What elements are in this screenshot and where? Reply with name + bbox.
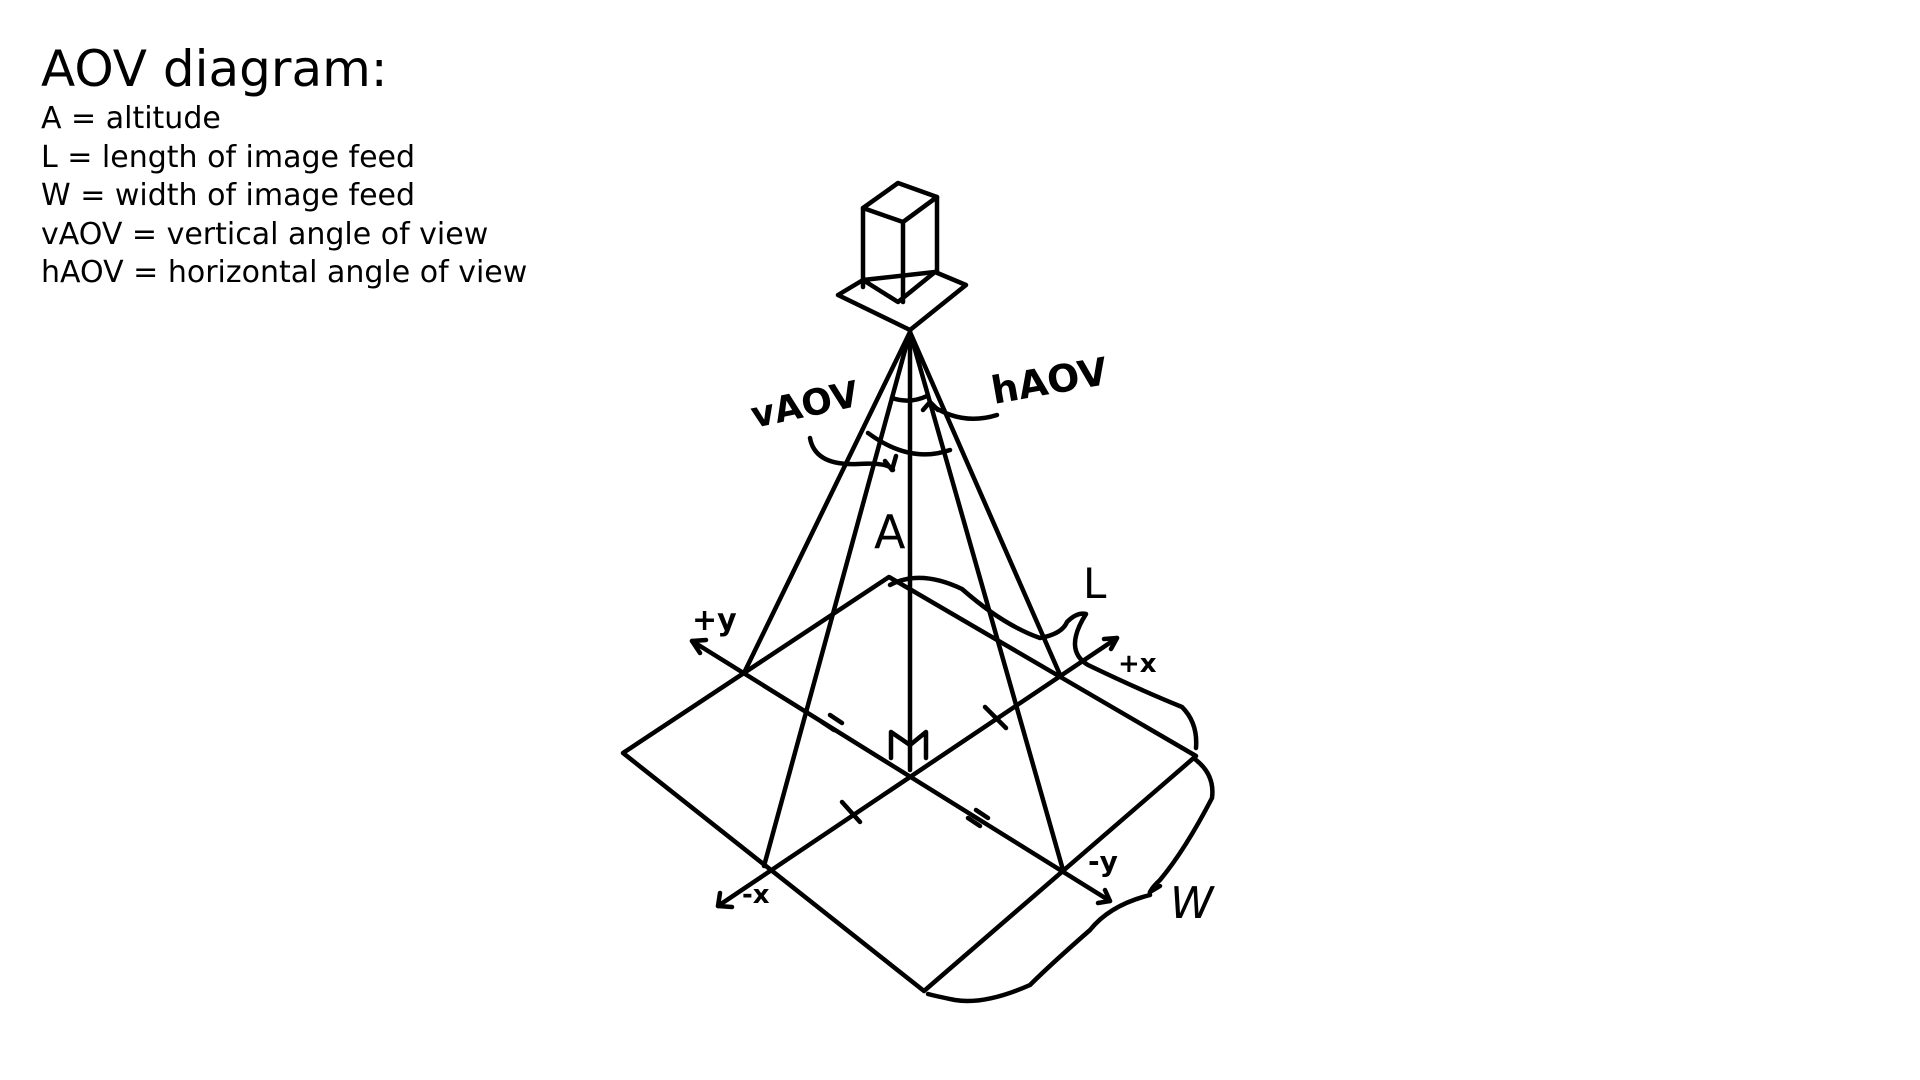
label-haov: hAOV: [988, 349, 1112, 413]
label-altitude: A: [874, 505, 906, 559]
legend-item-altitude: A = altitude: [41, 101, 221, 136]
label-length: L: [1083, 559, 1107, 608]
legend-title: AOV diagram:: [41, 40, 388, 98]
label-pos-x: +x: [1118, 649, 1157, 679]
legend-item-haov: hAOV = horizontal angle of view: [41, 255, 528, 290]
angle-arcs: [807, 393, 1000, 473]
label-pos-y: +y: [692, 603, 737, 638]
legend-item-vaov: vAOV = vertical angle of view: [41, 216, 489, 252]
legend-item-length: L = length of image feed: [41, 139, 416, 175]
legend-item-width: W = width of image feed: [41, 178, 416, 213]
label-neg-x: -x: [742, 880, 770, 910]
legend: AOV diagram: A = altitude L = length of …: [41, 40, 527, 293]
sketch-labels: vAOV hAOV A L W +y +x -x -y: [692, 349, 1215, 929]
axes: [689, 635, 1120, 910]
label-width: W: [1170, 878, 1215, 929]
dimension-braces: [887, 575, 1215, 1004]
view-frustum: [741, 329, 1066, 873]
altitude-line: [888, 329, 929, 773]
label-vaov: vAOV: [747, 374, 862, 437]
ground-footprint: [620, 574, 1199, 994]
tick-marks: [819, 704, 1009, 829]
legend-list: A = altitude L = length of image feed W …: [41, 100, 527, 293]
camera-icon: [835, 180, 969, 333]
label-neg-y: -y: [1088, 845, 1118, 878]
